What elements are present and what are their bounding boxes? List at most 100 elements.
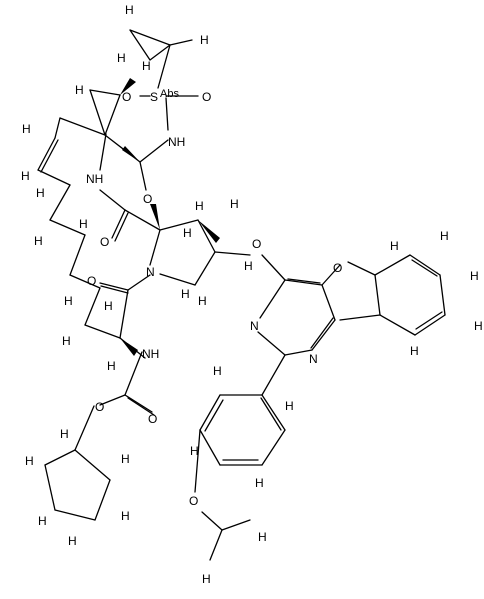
bond-34: [159, 273, 196, 286]
phenol-ether-oxygen-label: O: [189, 494, 198, 508]
bond-70: [260, 397, 282, 431]
stereo-wedge-3: [120, 338, 138, 356]
bond-84: [74, 449, 111, 481]
hydrogen-label-3: H: [142, 59, 151, 73]
bond-81: [44, 464, 56, 511]
sulfonyl-oxygen-left-label: O: [122, 90, 131, 104]
bond-41: [261, 254, 286, 281]
abs-stereo-label: Abs: [160, 88, 179, 100]
amide2-oxygen-label: O: [100, 235, 109, 249]
hydrogen-label-13: H: [107, 359, 116, 373]
bond-25: [84, 324, 121, 339]
hydrogen-label-24: H: [410, 344, 419, 358]
bond-9: [104, 94, 121, 136]
bond-82: [54, 509, 96, 521]
hydrogen-label-14: H: [195, 199, 204, 213]
bond-52: [374, 274, 381, 316]
bond-37: [100, 285, 129, 294]
hydrogen-label-28: H: [255, 476, 264, 490]
bond-60: [415, 311, 443, 330]
pyrimidine-nitrogen-2-label: N: [309, 352, 318, 366]
hydrogen-label-33: H: [38, 514, 47, 528]
bond-74: [209, 529, 223, 561]
bond-72: [201, 511, 223, 531]
hydrogen-label-10: H: [64, 294, 73, 308]
hydrogen-label-2: H: [200, 33, 209, 47]
stereo-wedges: [120, 78, 220, 356]
bond-lines: [37, 29, 446, 561]
bond-35: [127, 274, 151, 291]
hydrogen-label-9: H: [34, 234, 43, 248]
hydrogen-label-12: H: [62, 334, 71, 348]
bond-73: [221, 519, 251, 531]
bond-79: [74, 405, 95, 451]
pyrrolidine-nitrogen-label: N: [146, 265, 155, 279]
bond-27: [111, 209, 126, 239]
hydrogen-label-25: H: [213, 364, 222, 378]
bond-16: [54, 117, 61, 139]
hydrogen-label-15: H: [183, 226, 192, 240]
bond-2: [129, 29, 151, 61]
hydrogen-label-32: H: [25, 454, 34, 468]
bond-22: [69, 234, 86, 276]
bond-24: [84, 287, 101, 326]
bond-67: [261, 394, 286, 431]
hydrogen-label-21: H: [440, 229, 449, 243]
hydrogen-label-11: H: [104, 299, 113, 313]
bond-13: [139, 161, 147, 191]
bond-18: [40, 139, 59, 173]
bond-12: [139, 139, 169, 163]
bond-32: [197, 219, 216, 253]
amide1-nh-label: NH: [86, 172, 103, 186]
sulfonamide-nh-label: NH: [168, 135, 185, 149]
hydrogen-label-23: H: [474, 319, 483, 333]
hydrogen-label-6: H: [21, 169, 30, 183]
bond-57: [414, 314, 446, 336]
bond-59: [411, 259, 438, 277]
bond-36: [99, 282, 129, 291]
bond-3: [169, 39, 193, 46]
hydrogen-label-29: H: [258, 530, 267, 544]
bond-56: [439, 274, 446, 316]
hydrogen-label-4: H: [75, 83, 84, 97]
bond-29: [124, 209, 161, 231]
stereo-wedge-1: [150, 204, 160, 230]
bond-46: [321, 284, 336, 321]
bond-77: [127, 397, 155, 416]
bond-19: [37, 169, 71, 186]
hydrogen-label-17: H: [244, 259, 253, 273]
bond-64: [199, 429, 221, 466]
bond-83: [94, 479, 111, 521]
bond-28: [114, 212, 129, 242]
hydrogen-label-31: H: [60, 427, 69, 441]
bond-10: [89, 89, 106, 136]
bond-66: [261, 429, 286, 466]
bond-40: [214, 251, 251, 256]
hydrogen-label-5: H: [22, 122, 31, 136]
bond-44: [284, 349, 313, 356]
hydrogen-label-22: H: [470, 269, 479, 283]
bond-31: [159, 219, 199, 231]
hydrogen-label-20: H: [390, 239, 399, 253]
stereo-wedge-0: [120, 78, 136, 95]
bond-48: [287, 278, 321, 284]
bond-80: [44, 449, 76, 466]
bond-58: [379, 314, 416, 336]
hydrogen-label-19: H: [181, 287, 190, 301]
hydrogen-label-8: H: [79, 217, 88, 231]
sulfonyl-oxygen-right-label: O: [202, 90, 211, 104]
bond-38: [119, 289, 129, 339]
bond-49: [310, 317, 334, 349]
carbamate-carbonyl-oxygen-label: O: [148, 412, 157, 426]
bond-45: [311, 319, 336, 351]
bond-42: [259, 279, 286, 319]
bond-50: [321, 264, 341, 286]
bond-47: [284, 279, 323, 286]
bond-33: [194, 251, 216, 286]
bond-21: [49, 219, 86, 236]
hydrogen-label-7: H: [36, 186, 45, 200]
bond-68: [204, 399, 224, 432]
bond-26: [99, 189, 126, 211]
pyrimidine-nitrogen-1-label: N: [250, 319, 259, 333]
